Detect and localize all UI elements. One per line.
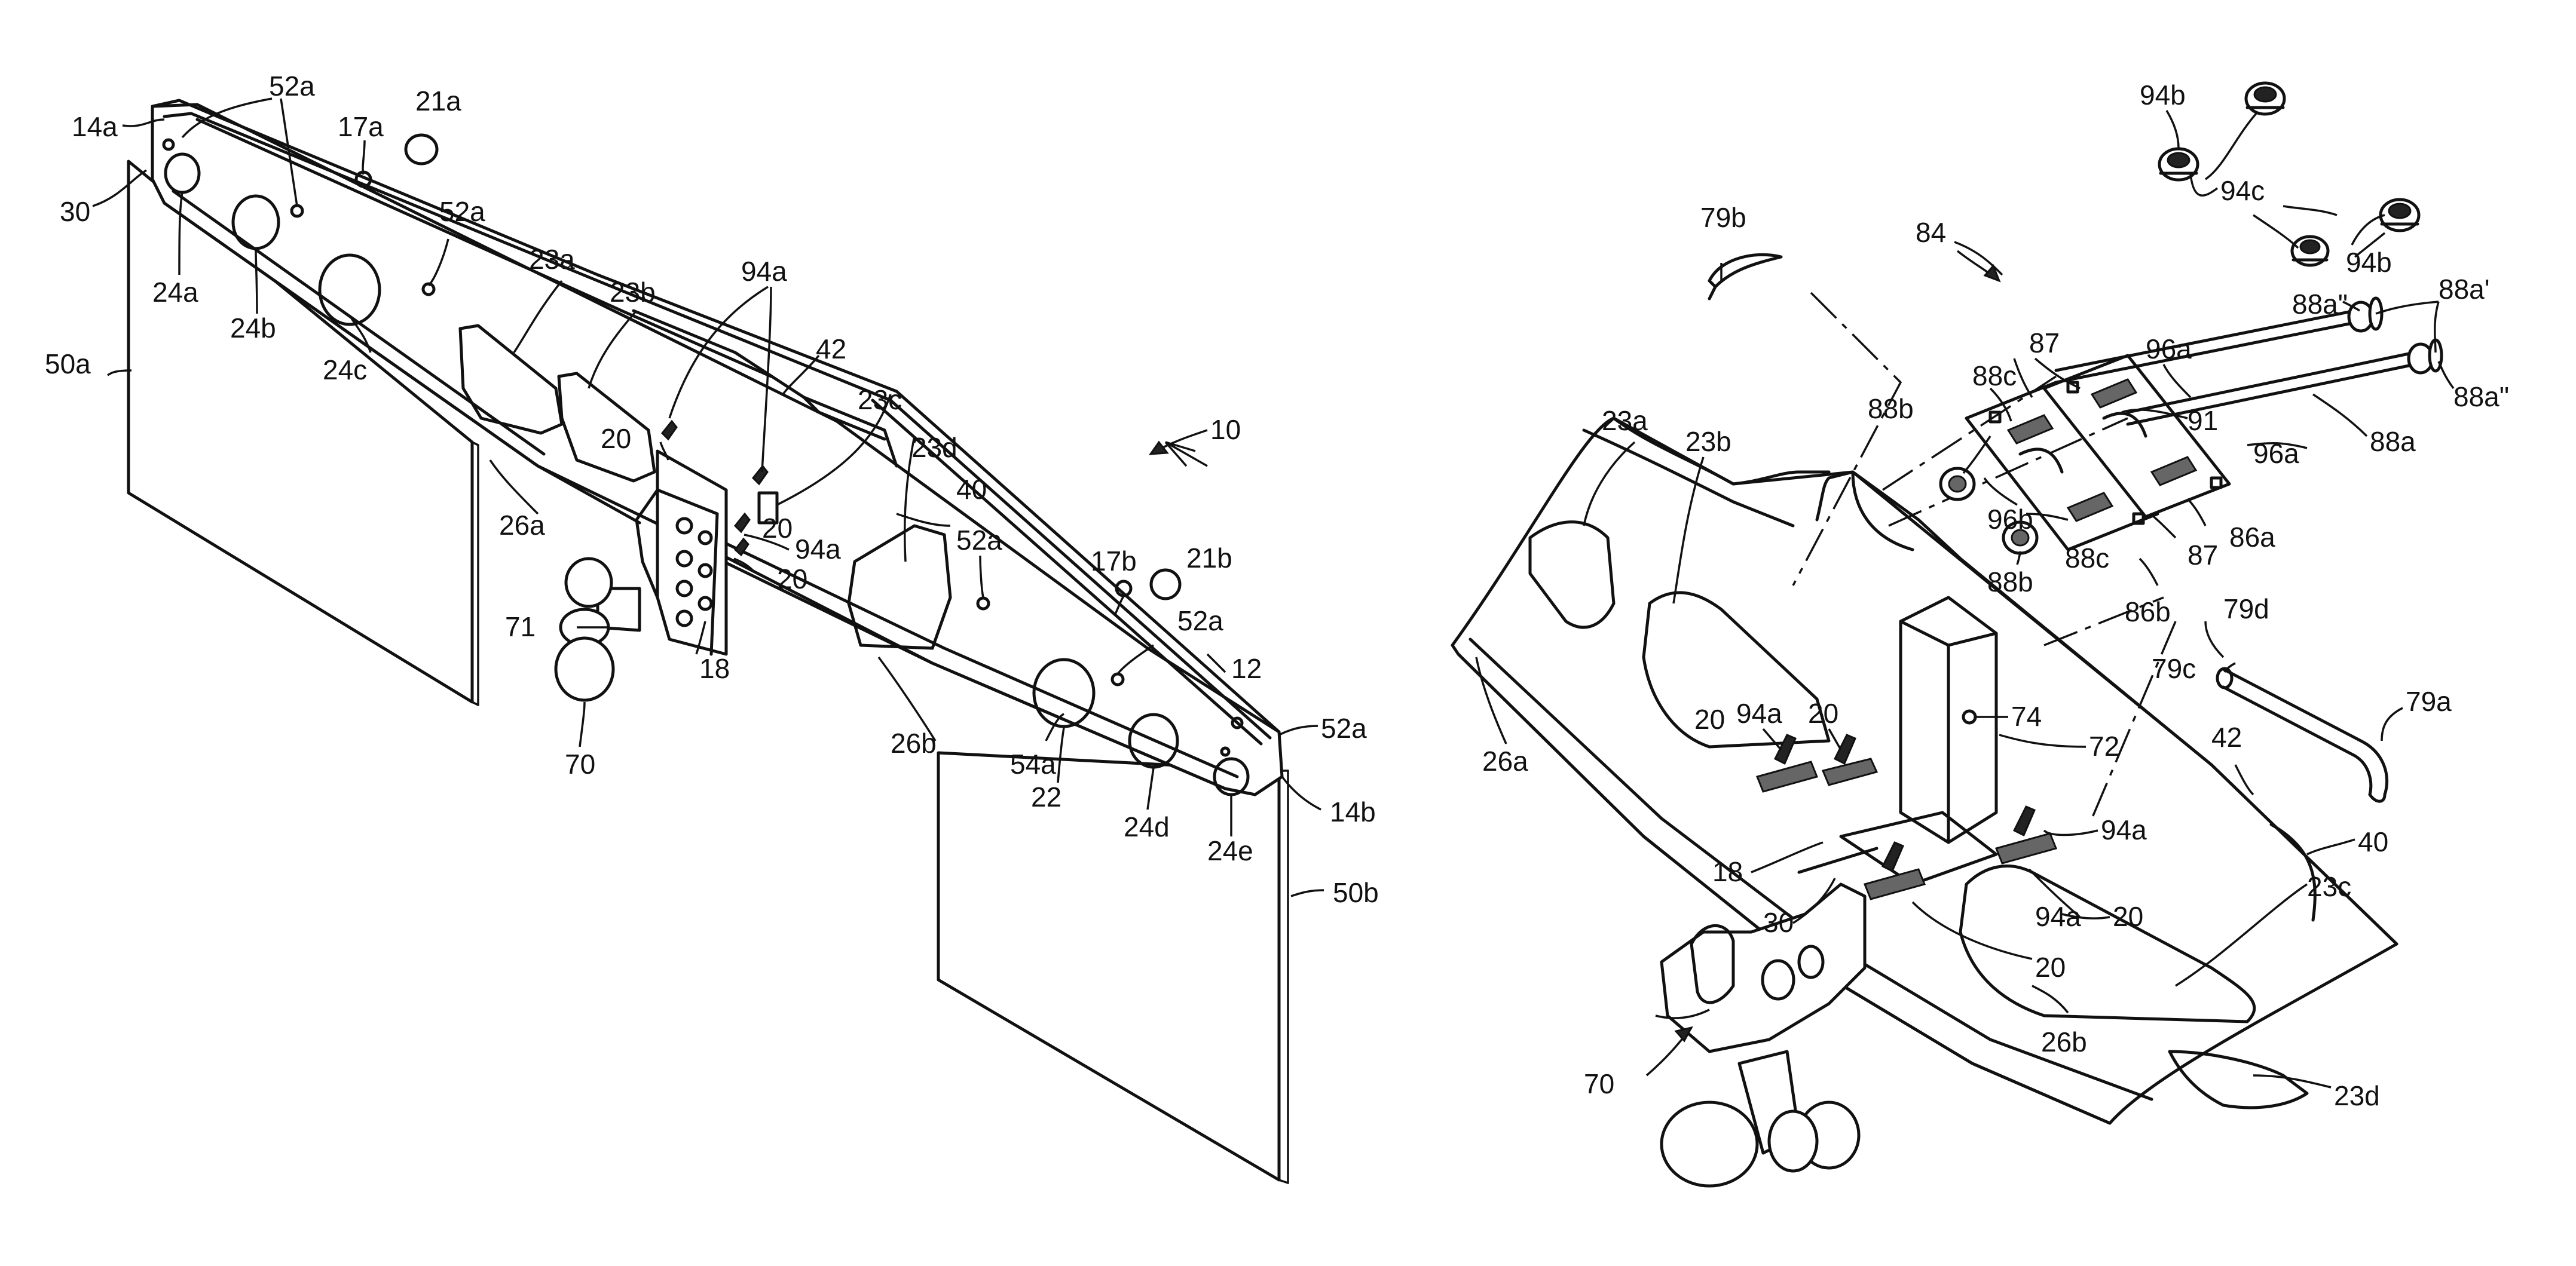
bolt-88a-upper — [2056, 311, 2355, 370]
label-88a2-right: 88a" — [2453, 381, 2509, 412]
label-23d-left: 23d — [911, 432, 957, 463]
label-26a-right: 26a — [1482, 746, 1528, 777]
nut-94b-1 — [2159, 149, 2198, 180]
label-94c: 94c — [2220, 175, 2265, 206]
label-88a1: 88a' — [2439, 274, 2490, 305]
label-52a-4: 52a — [1177, 605, 1223, 636]
label-20-left-3: 20 — [777, 563, 807, 594]
nut-94b-3 — [2381, 200, 2419, 231]
label-23c-left: 23c — [858, 384, 902, 415]
label-24e: 24e — [1207, 835, 1253, 866]
label-96a-top: 96a — [2146, 333, 2192, 364]
label-40-right: 40 — [2358, 826, 2388, 857]
label-14a: 14a — [72, 111, 118, 142]
label-17a: 17a — [338, 111, 384, 142]
label-26b-left: 26b — [891, 728, 937, 759]
pin-79a — [2223, 669, 2387, 795]
nut-94b-4 — [2292, 237, 2328, 265]
label-24b: 24b — [230, 312, 276, 344]
mud-flap-50b — [938, 753, 1279, 1180]
label-24d: 24d — [1124, 811, 1170, 842]
label-52a-2: 52a — [439, 196, 485, 227]
label-20-r3: 20 — [2113, 901, 2143, 932]
label-88b-bottom: 88b — [1987, 566, 2033, 597]
right-exploded-view — [1452, 83, 2453, 1186]
label-26a-left: 26a — [499, 510, 545, 541]
label-94a-r3: 94a — [2035, 901, 2081, 932]
label-23b-right: 23b — [1685, 426, 1731, 457]
label-88a2-top: 88a" — [2292, 289, 2348, 320]
label-70-left: 70 — [565, 749, 595, 780]
label-18-left: 18 — [699, 653, 730, 684]
label-94a-r2: 94a — [2101, 814, 2147, 845]
label-42-right: 42 — [2211, 722, 2242, 753]
label-20-r4: 20 — [2035, 952, 2066, 983]
label-87-top: 87 — [2029, 327, 2060, 358]
label-94a-r1: 94a — [1736, 698, 1782, 729]
label-20-left-1: 20 — [601, 423, 631, 454]
nut-94b-2 — [2246, 83, 2284, 114]
label-52a-5: 52a — [1321, 713, 1367, 744]
label-23a-right: 23a — [1602, 405, 1648, 436]
label-84: 84 — [1916, 217, 1946, 248]
label-88a: 88a — [2370, 426, 2416, 457]
label-70-right: 70 — [1584, 1068, 1614, 1099]
hitch-ball-71 — [566, 559, 611, 606]
label-20-r1: 20 — [1694, 704, 1725, 735]
label-88c-top: 88c — [1972, 360, 2017, 391]
label-23b-left: 23b — [610, 277, 656, 308]
label-79c: 79c — [2152, 653, 2196, 684]
label-91: 91 — [2188, 405, 2218, 436]
label-40-left: 40 — [956, 474, 987, 505]
label-50b: 50b — [1333, 877, 1379, 908]
label-20-left-2: 20 — [762, 513, 793, 544]
label-71: 71 — [505, 611, 536, 642]
label-23c-right: 23c — [2307, 871, 2351, 902]
label-42-left: 42 — [816, 333, 846, 364]
label-30-left: 30 — [60, 196, 90, 227]
label-54a: 54a — [1010, 749, 1056, 780]
label-21a: 21a — [415, 85, 461, 117]
label-94b-2: 94b — [2346, 247, 2392, 278]
label-20-r2: 20 — [1808, 698, 1838, 729]
label-23d-right: 23d — [2334, 1080, 2380, 1111]
label-50a: 50a — [45, 348, 91, 379]
label-94b-1: 94b — [2140, 79, 2186, 111]
label-94a-left-top: 94a — [741, 256, 787, 287]
label-23a-left: 23a — [529, 244, 575, 275]
label-96b: 96b — [1987, 504, 2033, 535]
label-14b: 14b — [1330, 796, 1376, 827]
label-30-right: 30 — [1763, 907, 1794, 938]
label-24a: 24a — [152, 277, 198, 308]
left-assembly-view — [93, 99, 1324, 1183]
label-52a-1: 52a — [269, 70, 315, 102]
label-18-right: 18 — [1712, 856, 1743, 887]
label-12: 12 — [1231, 653, 1262, 684]
label-96a-mid: 96a — [2253, 438, 2299, 469]
label-86a: 86a — [2229, 522, 2275, 553]
label-72: 72 — [2089, 731, 2119, 762]
label-87-bottom: 87 — [2188, 539, 2218, 571]
label-94a-left-2: 94a — [795, 534, 841, 565]
label-52a-3: 52a — [956, 525, 1002, 556]
label-74: 74 — [2011, 701, 2042, 732]
label-10: 10 — [1210, 414, 1241, 445]
label-79a: 79a — [2406, 686, 2452, 717]
label-79d: 79d — [2223, 593, 2269, 624]
label-17b: 17b — [1091, 545, 1137, 577]
label-88c-bottom: 88c — [2065, 542, 2109, 574]
label-86b: 86b — [2125, 596, 2171, 627]
label-26b-right: 26b — [2041, 1026, 2087, 1057]
label-22: 22 — [1031, 781, 1061, 813]
label-88b-top: 88b — [1868, 393, 1914, 424]
label-79b: 79b — [1700, 202, 1746, 233]
label-21b: 21b — [1186, 542, 1232, 574]
label-24c: 24c — [323, 354, 367, 385]
clip-79b — [1709, 255, 1781, 287]
